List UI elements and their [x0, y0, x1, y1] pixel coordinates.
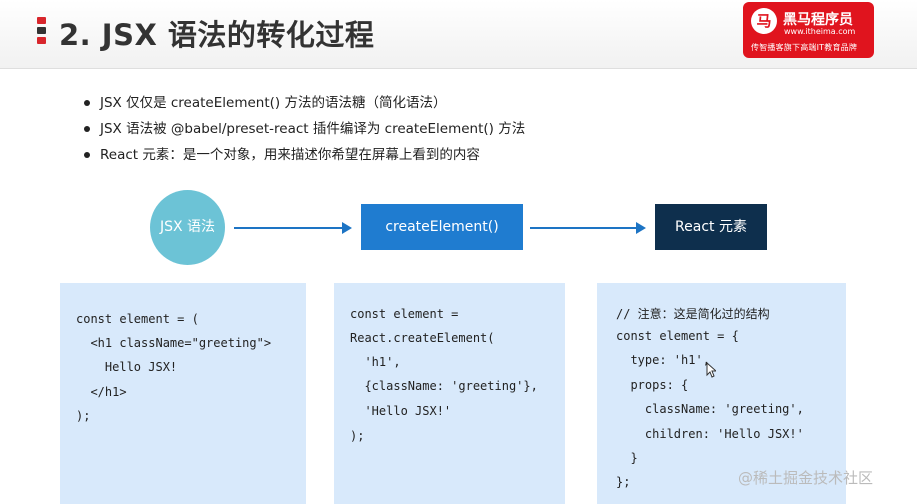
code-line: 'h1',: [350, 355, 401, 369]
code-line: const element =: [350, 307, 459, 321]
code-line: 'Hello JSX!': [350, 404, 452, 418]
code-line: </h1>: [76, 385, 127, 399]
flow-node-create-element: createElement(): [361, 204, 523, 250]
code-line: {className: 'greeting'},: [350, 379, 538, 393]
code-line: );: [76, 409, 91, 423]
slide-header: 2. JSX 语法的转化过程 马 黑马程序员 www.itheima.com 传…: [0, 0, 917, 69]
code-line: };: [616, 475, 631, 489]
code-line: React.createElement(: [350, 331, 495, 345]
code-line: children: 'Hello JSX!': [616, 427, 804, 441]
logo-slogan: 传智播客旗下高端IT教育品牌: [751, 43, 858, 52]
bullet-item: JSX 仅仅是 createElement() 方法的语法糖（简化语法）: [84, 94, 525, 120]
code-line: props: {: [616, 378, 689, 392]
flow-arrow-2-icon: [530, 221, 646, 235]
slide-title: 2. JSX 语法的转化过程: [59, 18, 375, 52]
flow-node-react-element: React 元素: [655, 204, 767, 250]
flow-node-jsx: JSX 语法: [150, 190, 225, 265]
title-marker-icon: [37, 17, 46, 47]
bullet-item: React 元素：是一个对象，用来描述你希望在屏幕上看到的内容: [84, 146, 525, 172]
bullet-item: JSX 语法被 @babel/preset-react 插件编译为 create…: [84, 120, 525, 146]
flow-arrow-1-icon: [234, 221, 352, 235]
code-line: <h1 className="greeting">: [76, 336, 272, 350]
code-comment: // 注意：这是简化过的结构: [616, 307, 770, 321]
code-block-react-element: // 注意：这是简化过的结构 const element = { type: '…: [597, 283, 846, 504]
code-line: const element = {: [616, 329, 739, 343]
watermark: @稀土掘金技术社区: [738, 469, 874, 487]
code-line: type: 'h1',: [616, 353, 710, 367]
logo-name: 黑马程序员: [783, 12, 853, 28]
code-line: const element = (: [76, 312, 199, 326]
code-block-create-element: const element = React.createElement( 'h1…: [334, 283, 565, 504]
logo-url: www.itheima.com: [784, 27, 856, 36]
code-line: }: [616, 451, 638, 465]
code-line: className: 'greeting',: [616, 402, 804, 416]
horse-logo-icon: 马: [751, 8, 777, 34]
brand-logo: 马 黑马程序员 www.itheima.com 传智播客旗下高端IT教育品牌: [743, 2, 874, 58]
code-line: );: [350, 429, 365, 443]
mouse-cursor-icon: [706, 362, 716, 378]
bullet-list: JSX 仅仅是 createElement() 方法的语法糖（简化语法） JSX…: [84, 94, 525, 172]
code-block-jsx: const element = ( <h1 className="greetin…: [60, 283, 306, 504]
code-line: Hello JSX!: [76, 360, 178, 374]
